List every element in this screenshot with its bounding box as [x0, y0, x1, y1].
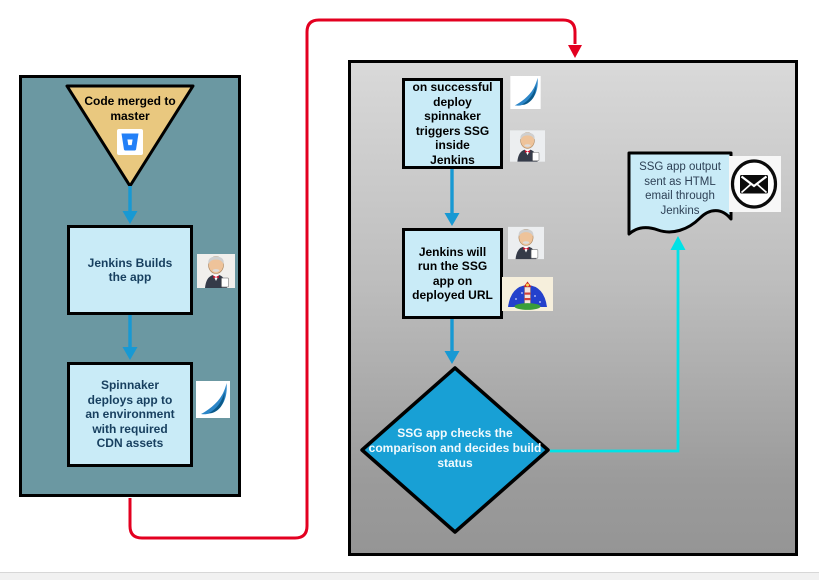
process-box-jenkins-build: Jenkins Builds the app — [67, 225, 193, 315]
jenkins-icon — [197, 254, 235, 288]
jenkins-icon — [508, 226, 544, 260]
jenkins-build-label: Jenkins Builds the app — [87, 255, 173, 285]
decision-label: SSG app checks the comparison and decide… — [368, 426, 542, 470]
spinnaker-icon — [510, 76, 541, 109]
jenkins-icon — [510, 130, 545, 162]
spinnaker-deploy-label: Spinnaker deploys app to an environment … — [85, 378, 175, 451]
process-box-spinnaker-deploy: Spinnaker deploys app to an environment … — [67, 362, 193, 467]
trigger-ssg-label: on successful deploy spinnaker triggers … — [412, 80, 493, 167]
document-output-shape — [627, 151, 733, 236]
lighthouse-icon — [502, 277, 553, 311]
process-box-trigger-ssg: on successful deploy spinnaker triggers … — [402, 78, 503, 169]
loop-arrowhead-red — [568, 45, 582, 58]
document-output-label: SSG app output sent as HTML email throug… — [639, 161, 721, 217]
trigger-label: Code merged to master — [84, 94, 176, 123]
run-ssg-label: Jenkins will run the SSG app on deployed… — [412, 244, 493, 303]
process-box-run-ssg: Jenkins will run the SSG app on deployed… — [402, 228, 503, 319]
bottom-scroll-strip — [0, 572, 819, 580]
email-icon — [729, 156, 781, 212]
spinnaker-icon — [196, 381, 230, 418]
bitbucket-icon — [117, 129, 143, 155]
